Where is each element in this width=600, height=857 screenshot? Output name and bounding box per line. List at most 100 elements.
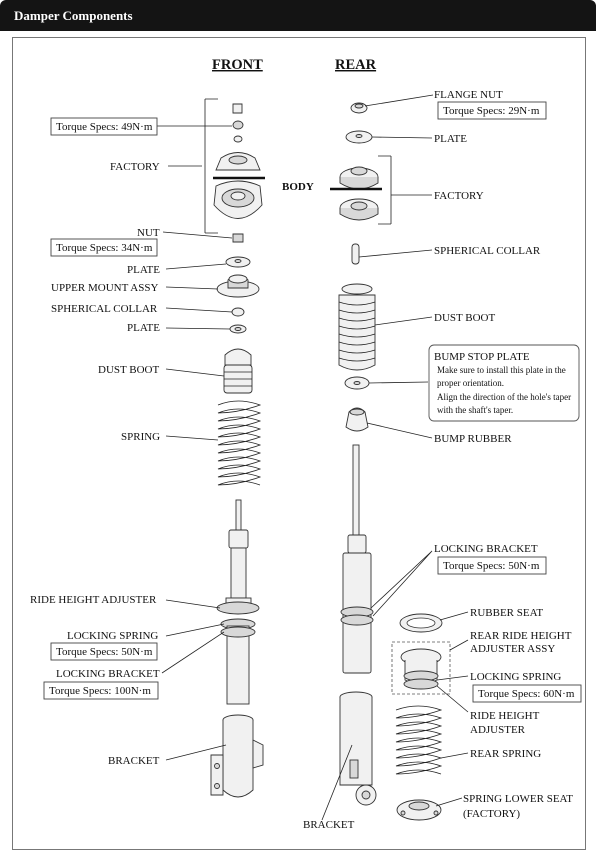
front-plate2-leader [165,327,231,330]
rear-locking-bracket-label: LOCKING BRACKET [434,543,538,555]
rear-bump-stop-leader [368,381,429,384]
rear-bump-stop-plate-drawing [344,376,370,390]
rear-bump-note-line-4: with the shaft's taper. [437,405,513,415]
front-spherical-collar-label: SPHERICAL COLLAR [51,303,158,315]
front-spring-leader [165,435,219,441]
rear-damper-drawing [340,444,374,674]
rear-spring-drawing [395,705,443,775]
front-plate-drawing [225,256,251,268]
rear-locking-spring-label: LOCKING SPRING [470,671,561,683]
rear-ride-height-adjuster-drawing [400,648,442,690]
front-spherical-collar-drawing [231,307,245,317]
body-heading: BODY [282,181,314,193]
rear-spring-leader [440,752,469,759]
rear-torque-flange-box [437,101,547,120]
rear-torque-locking-bracket-label: Torque Specs: 50N·m [443,560,540,572]
front-nut-label: NUT [137,227,160,239]
page-title: Damper Components [14,8,133,23]
front-top-nut-drawing [232,103,244,143]
rear-torque-flange-label: Torque Specs: 29N·m [443,105,540,117]
front-nut-drawing [232,233,244,243]
rear-bump-rubber-leader [366,422,433,439]
front-upper-mount-leader [165,286,219,290]
rear-bracket-label: BRACKET [303,819,355,831]
rear-rubber-seat-leader [439,611,469,621]
rear-bump-stop-note-box [428,344,580,422]
rear-spring-lower-seat-label-1: SPRING LOWER SEAT [463,793,573,805]
diagram-frame [12,37,586,850]
front-torque-top-label: Torque Specs: 49N·m [56,121,153,133]
front-plate-leader [165,263,227,270]
rear-spring-label: REAR SPRING [470,748,541,760]
rear-spring-lower-seat-leader [435,797,463,807]
front-plate2-drawing [229,324,247,334]
rear-bump-note-line-3: Align the direction of the hole's taper [437,392,571,402]
front-ride-height-leader [165,599,221,609]
rear-spring-lower-seat-drawing [396,799,442,821]
rear-bump-note-line-1: Make sure to install this plate in the [437,365,566,375]
front-spring-label: SPRING [121,431,160,443]
rear-ride-height-adj-label-2: ADJUSTER [470,724,526,736]
rear-torque-locking-bracket-box [437,556,547,575]
front-torque-locking-bracket-box [43,681,159,700]
rear-plate-drawing [345,130,373,144]
rear-ride-height-adj-label-1: RIDE HEIGHT [470,710,540,722]
front-heading: FRONT [212,57,263,73]
front-bracket-leader [165,744,227,761]
rear-ride-height-assy-leader [449,639,469,651]
rear-torque-locking-spring-box [472,684,582,703]
front-spring-drawing [217,400,262,486]
front-bracket-drawing [210,714,264,798]
rear-dust-boot-label: DUST BOOT [434,312,496,324]
rear-rubber-seat-label: RUBBER SEAT [470,607,543,619]
rear-factory-label: FACTORY [434,190,484,202]
rear-ride-height-adj-leader [436,685,469,713]
front-dust-boot-leader [165,368,225,377]
front-locking-bracket-label: LOCKING BRACKET [56,668,160,680]
rear-locking-spring-leader [436,675,469,681]
front-torque-nut-label: Torque Specs: 34N·m [56,242,153,254]
rear-bump-rubber-drawing [345,407,369,432]
rear-ride-height-assy-label-1: REAR RIDE HEIGHT [470,630,572,642]
rear-bump-stop-plate-label: BUMP STOP PLATE [434,351,530,363]
front-locking-bracket-leader [161,631,225,674]
rear-heading: REAR [335,57,377,73]
rear-factory-mount-drawing [330,166,382,221]
front-plate2-label: PLATE [127,322,160,334]
front-spherical-collar-leader [165,307,233,313]
front-factory-mount-drawing [213,152,265,219]
front-dust-boot-drawing [223,348,253,394]
front-torque-nut-box [50,238,158,257]
rear-locking-bracket-leader [370,550,433,617]
rear-flange-nut-drawing [350,102,368,114]
front-torque-locking-spring-box [50,642,158,661]
front-locking-spring-leader [165,623,225,637]
front-bracket-label: BRACKET [108,755,160,767]
rear-spherical-collar-drawing [351,243,360,265]
front-torque-top-box [50,117,158,136]
rear-bump-rubber-label: BUMP RUBBER [434,433,512,445]
rear-spring-lower-seat-label-2: (FACTORY) [463,808,520,820]
front-damper-drawing [216,499,260,705]
rear-spherical-collar-label: SPHERICAL COLLAR [434,245,541,257]
rear-rubber-seat-drawing [399,613,443,633]
rear-plate-label: PLATE [434,133,467,145]
front-upper-mount-label: UPPER MOUNT ASSY [51,282,158,294]
title-bar: Damper Components [0,0,596,31]
front-upper-mount-drawing [216,274,260,298]
front-factory-brace [204,98,218,234]
rear-spherical-collar-leader [358,249,433,258]
rear-plate-leader [371,136,433,139]
front-torque-locking-bracket-label: Torque Specs: 100N·m [49,685,151,697]
front-dust-boot-label: DUST BOOT [98,364,160,376]
rear-bracket-leader [321,744,353,821]
front-plate-label: PLATE [127,264,160,276]
front-factory-label: FACTORY [110,161,160,173]
rear-flange-nut-label: FLANGE NUT [434,89,503,101]
rear-flange-nut-leader [364,94,434,107]
front-nut-leader [162,231,233,239]
rear-ride-height-assy-label-2: ADJUSTER ASSY [470,643,555,655]
rear-lower-body-drawing [339,691,377,806]
front-torque-locking-spring-label: Torque Specs: 50N·m [56,646,153,658]
